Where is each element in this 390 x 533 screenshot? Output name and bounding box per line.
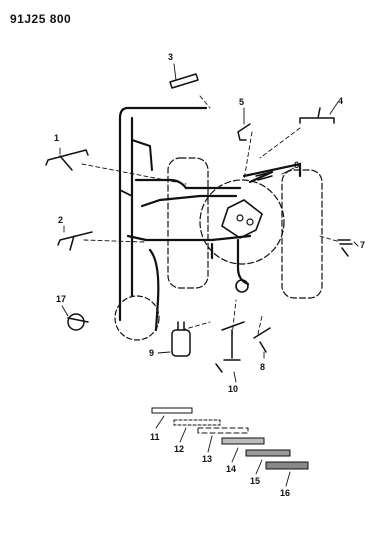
throttle-body-circle (199, 179, 285, 265)
callout-12: 12 (174, 444, 184, 454)
callout-4: 4 (338, 96, 343, 106)
callout-17: 17 (56, 294, 66, 304)
part-3-hose-connector (169, 73, 199, 89)
part-10-vacuum-valve (215, 321, 245, 373)
callout-13: 13 (202, 454, 212, 464)
callout-15: 15 (250, 476, 260, 486)
hose-sample-12 (173, 419, 221, 426)
engine-block-left (167, 157, 209, 289)
callout-8: 8 (260, 362, 265, 372)
callout-14: 14 (226, 464, 236, 474)
part-5-elbow-fitting (237, 123, 251, 141)
hose-sample-11 (151, 407, 193, 414)
callout-leaders (59, 63, 359, 487)
callout-3: 3 (168, 52, 173, 62)
part-4-tee-fitting (299, 107, 335, 124)
hose-sample-14 (221, 437, 265, 445)
diagram-reference-code: 91J25 800 (10, 12, 72, 26)
part-1-tee-fitting (45, 149, 89, 171)
callout-7: 7 (360, 240, 365, 250)
part-6-check-valve (255, 171, 273, 181)
callout-10: 10 (228, 384, 238, 394)
leader-lines (81, 95, 341, 337)
hose-sample-13 (197, 427, 249, 434)
hose-sample-15 (245, 449, 291, 457)
callout-9: 9 (149, 348, 154, 358)
callout-16: 16 (280, 488, 290, 498)
callout-2: 2 (58, 215, 63, 225)
main-hose-harness (118, 106, 302, 332)
part-8-elbow-fitting (253, 327, 271, 353)
part-9-vacuum-canister (171, 321, 191, 357)
part-17-hose-clamp (67, 313, 89, 331)
callout-5: 5 (239, 97, 244, 107)
callout-6: 6 (294, 160, 299, 170)
manifold-assembly (221, 199, 263, 239)
canister-base (114, 295, 160, 341)
callout-11: 11 (150, 432, 160, 442)
hose-material-samples (151, 407, 309, 470)
part-7-connector (337, 239, 353, 257)
part-2-tee-fitting (57, 231, 93, 251)
hose-sample-16 (265, 461, 309, 470)
engine-block-right (281, 169, 323, 299)
callout-1: 1 (54, 133, 59, 143)
